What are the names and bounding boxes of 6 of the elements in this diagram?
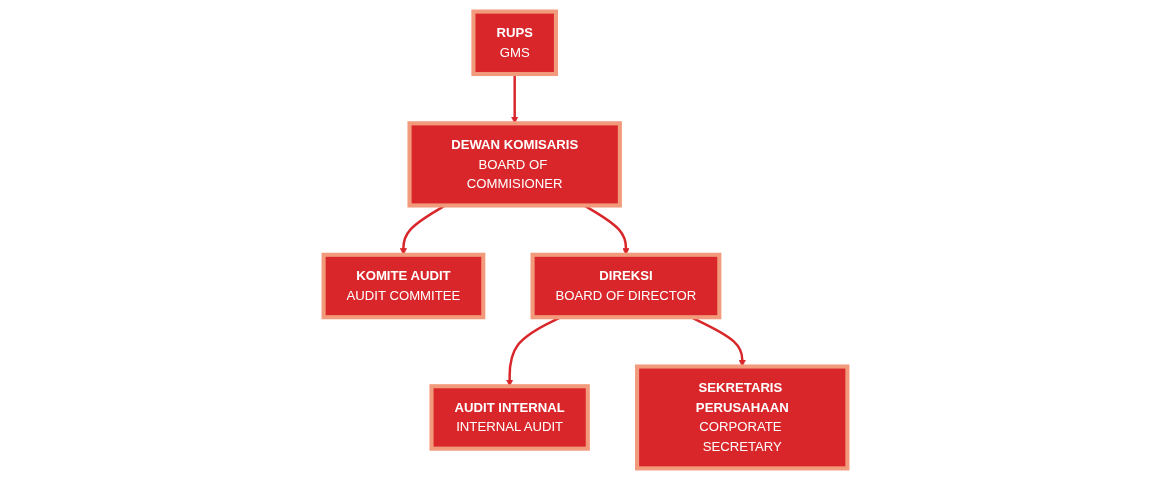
node-box: AUDIT INTERNAL INTERNAL AUDIT <box>429 384 590 451</box>
node-box: SEKRETARIS PERUSAHAAN CORPORATE SECRETARY <box>635 364 850 471</box>
node-box: RUPS GMS <box>471 9 558 77</box>
node-box: DEWAN KOMISARIS BOARD OF COMMISIONER <box>407 121 622 208</box>
node-box: KOMITE AUDIT AUDIT COMMITEE <box>321 252 486 320</box>
node-box: DIREKSI BOARD OF DIRECTOR <box>530 252 722 320</box>
